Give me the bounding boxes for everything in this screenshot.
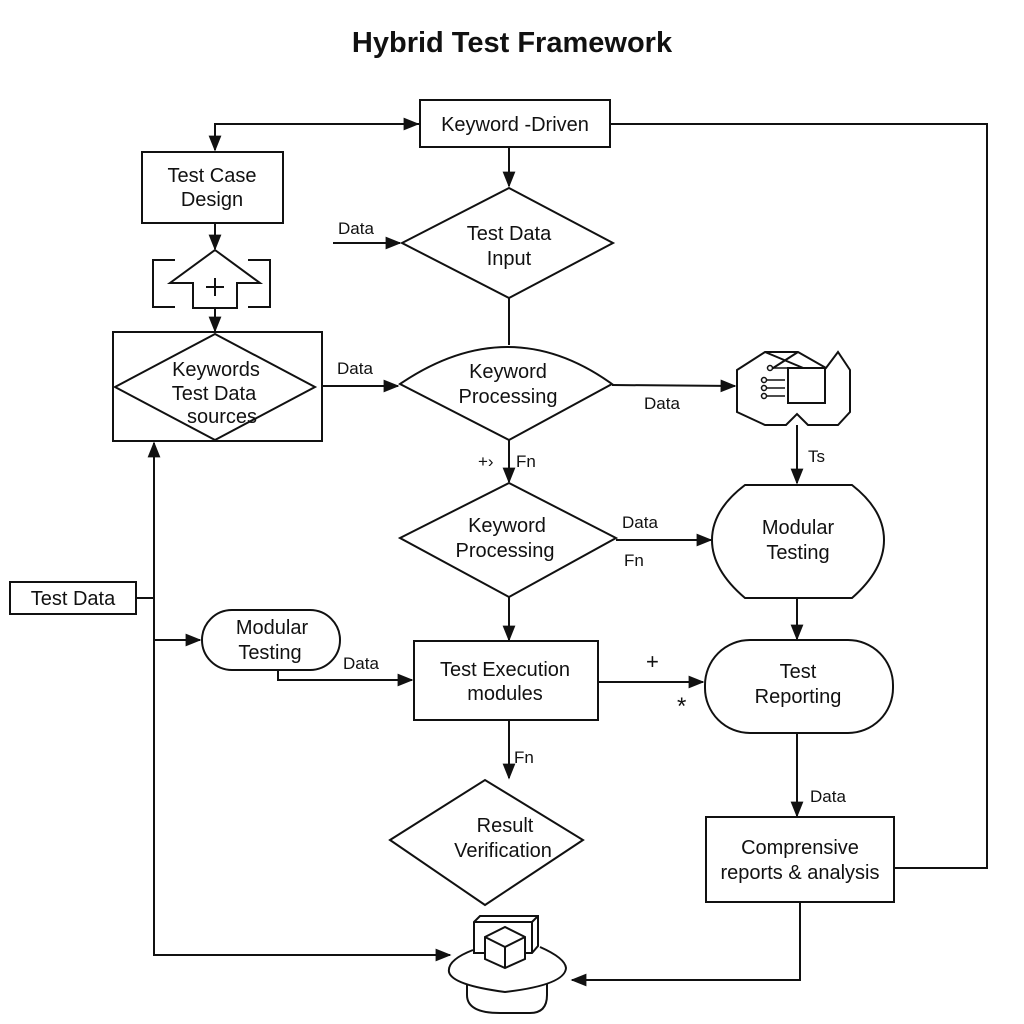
label-ts: Ts — [808, 447, 825, 466]
label-data: Data — [810, 787, 846, 806]
keywords-sources-node[interactable]: Keywords Test Data sources — [112, 331, 323, 442]
test-data-input-node[interactable]: Test Data Input — [399, 186, 616, 300]
svg-text:Keyword -Driven: Keyword -Driven — [441, 114, 589, 136]
label-data: Data — [337, 359, 373, 378]
label-star: * — [677, 693, 686, 720]
svg-text:Reporting: Reporting — [755, 686, 842, 708]
svg-text:Test Execution: Test Execution — [440, 659, 570, 681]
svg-text:Test Case: Test Case — [168, 165, 257, 187]
label-plus-arrow: +› — [478, 452, 494, 471]
arrow-test-data-to-database — [153, 900, 452, 962]
result-verification-node[interactable]: Result Verification — [388, 778, 585, 907]
label-data: Data — [622, 513, 658, 532]
svg-text:Test Data: Test Data — [172, 383, 257, 405]
keyword-processing-node-2[interactable]: Keyword Processing — [397, 481, 619, 599]
svg-text:Keywords: Keywords — [172, 359, 260, 381]
test-case-design-node[interactable]: Test Case Design — [141, 151, 284, 224]
svg-text:Testing: Testing — [238, 642, 301, 664]
svg-text:Modular: Modular — [236, 617, 309, 639]
svg-text:modules: modules — [467, 683, 543, 705]
svg-text:Test: Test — [780, 661, 817, 683]
svg-text:Test Data: Test Data — [467, 223, 552, 245]
database-cube-icon[interactable] — [447, 915, 568, 1014]
line-keyword-driven-to-reports — [610, 123, 988, 869]
label-plus: + — [646, 649, 659, 674]
label-fn: Fn — [516, 452, 536, 471]
arrow-reports-to-database — [570, 902, 801, 987]
svg-text:Modular: Modular — [762, 517, 835, 539]
label-fn: Fn — [514, 748, 534, 767]
label-data: Data — [338, 219, 374, 238]
test-execution-node[interactable]: Test Execution modules — [413, 640, 599, 721]
svg-text:Keyword: Keyword — [468, 515, 546, 537]
test-data-node[interactable]: Test Data — [9, 581, 137, 615]
arrow-modular-to-exec — [277, 670, 414, 687]
component-module-icon[interactable] — [736, 350, 851, 426]
svg-text:Test Data: Test Data — [31, 588, 116, 610]
svg-text:Result: Result — [477, 815, 534, 837]
svg-text:Processing: Processing — [456, 540, 555, 562]
svg-text:Comprensive: Comprensive — [741, 837, 859, 859]
arrow-processing-to-module-icon — [611, 379, 737, 393]
svg-text:reports & analysis: reports & analysis — [721, 862, 880, 884]
keyword-processing-node-1[interactable]: Keyword Processing — [398, 346, 614, 442]
comprehensive-reports-node[interactable]: Comprensive reports & analysis — [705, 816, 895, 903]
label-data: Data — [644, 394, 680, 413]
svg-text:Keyword: Keyword — [469, 361, 547, 383]
svg-text:Input: Input — [487, 248, 532, 270]
svg-text:Verification: Verification — [454, 840, 552, 862]
arrow-to-test-case-design — [208, 123, 420, 152]
keyword-driven-node[interactable]: Keyword -Driven — [419, 99, 611, 148]
test-reporting-node[interactable]: Test Reporting — [704, 639, 894, 734]
svg-text:Testing: Testing — [766, 542, 829, 564]
edge-labels: Data Data Data Ts +› Fn Data Fn Data + *… — [337, 219, 846, 806]
svg-text:Processing: Processing — [459, 386, 558, 408]
modular-testing-node-left[interactable]: Modular Testing — [201, 609, 341, 671]
connectors — [136, 117, 988, 987]
diagram-title: Hybrid Test Framework — [352, 27, 673, 59]
label-data: Data — [343, 654, 379, 673]
modular-testing-node-right[interactable]: Modular Testing — [710, 484, 886, 599]
svg-text:Design: Design — [181, 189, 243, 211]
label-fn: Fn — [624, 551, 644, 570]
svg-text:sources: sources — [187, 406, 257, 428]
plus-up-arrow-icon — [152, 248, 271, 309]
